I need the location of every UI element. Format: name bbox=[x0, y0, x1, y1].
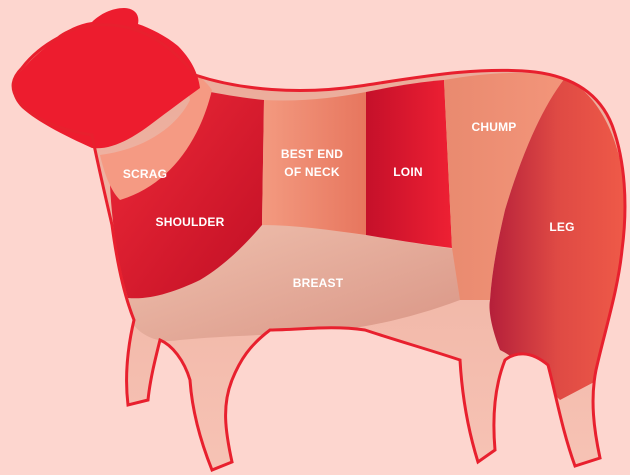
label-scrag: SCRAG bbox=[123, 167, 167, 181]
label-shoulder: SHOULDER bbox=[156, 215, 225, 229]
cut-chump-region[interactable] bbox=[444, 72, 565, 301]
label-leg: LEG bbox=[549, 220, 574, 234]
label-chump: CHUMP bbox=[472, 120, 517, 134]
head-region bbox=[13, 8, 200, 149]
label-best-end-line1: BEST END bbox=[281, 147, 343, 161]
cut-scrag-region[interactable] bbox=[100, 70, 212, 200]
label-best-end-line2: OF NECK bbox=[284, 165, 340, 179]
cut-shoulder-region[interactable] bbox=[110, 90, 264, 299]
cut-leg-region[interactable] bbox=[489, 78, 625, 400]
label-breast: BREAST bbox=[293, 276, 344, 290]
label-loin: LOIN bbox=[393, 165, 422, 179]
cut-best-end-region[interactable] bbox=[262, 92, 366, 235]
cut-loin-region[interactable] bbox=[366, 80, 452, 248]
